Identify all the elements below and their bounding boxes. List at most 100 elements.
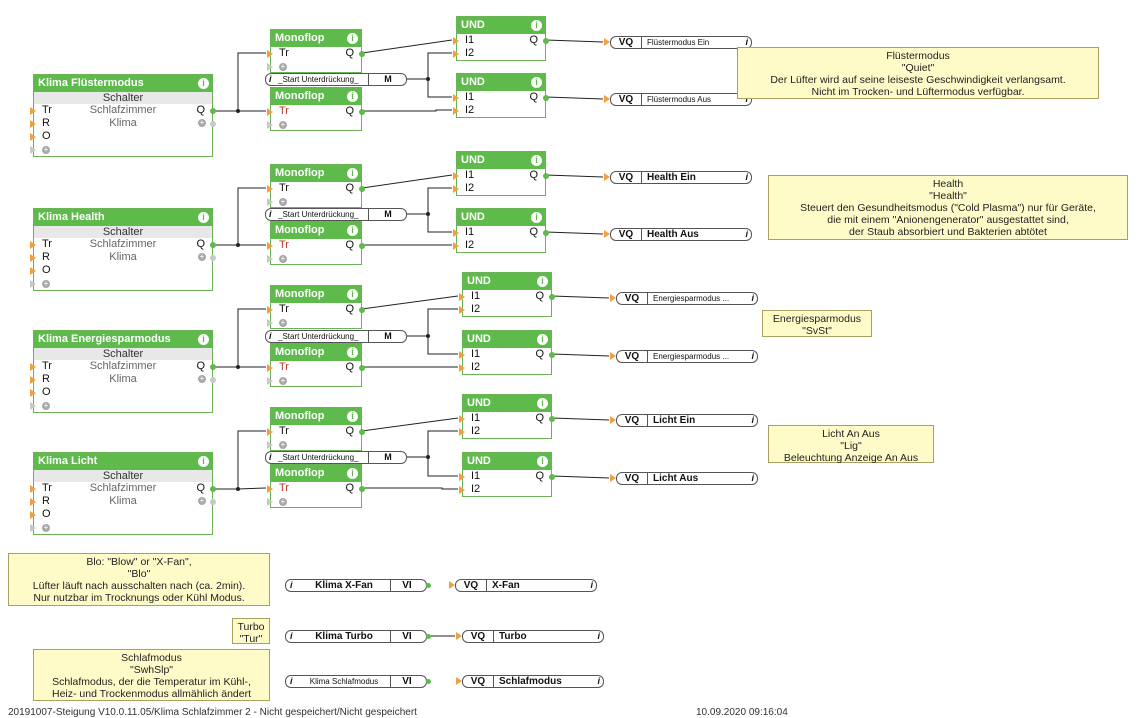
input-pin[interactable] (456, 677, 462, 685)
input-pin[interactable] (30, 511, 36, 519)
input-pin[interactable] (30, 498, 36, 506)
output-pin[interactable] (549, 416, 555, 422)
input-pin[interactable] (267, 121, 273, 129)
input-pin[interactable] (267, 485, 273, 493)
input-pin[interactable] (30, 241, 36, 249)
input-pin[interactable] (30, 389, 36, 397)
input-pin[interactable] (459, 306, 465, 314)
input-pin[interactable] (30, 363, 36, 371)
input-pin[interactable] (267, 428, 273, 436)
output-pin[interactable] (543, 230, 549, 236)
input-pin[interactable] (267, 364, 273, 372)
start-unterdrueckung-marker[interactable]: i_Start Unterdrückung_M (265, 73, 407, 86)
input-pin[interactable] (453, 94, 459, 102)
input-pin[interactable] (610, 294, 616, 302)
output-pin[interactable] (210, 486, 216, 492)
output-pin[interactable] (210, 121, 216, 127)
input-pin[interactable] (604, 230, 610, 238)
input-pin[interactable] (30, 402, 36, 410)
input-pin[interactable] (30, 254, 36, 262)
input-pin[interactable] (610, 416, 616, 424)
input-pin[interactable] (459, 486, 465, 494)
output-pin[interactable] (210, 377, 216, 383)
input-pin[interactable] (604, 95, 610, 103)
input-pin[interactable] (459, 364, 465, 372)
input-pin[interactable] (267, 198, 273, 206)
input-pin[interactable] (267, 377, 273, 385)
input-pin[interactable] (30, 524, 36, 532)
output-pin[interactable] (359, 365, 365, 371)
input-pin[interactable] (267, 242, 273, 250)
output-pin[interactable] (359, 429, 365, 435)
output-pin[interactable] (426, 679, 431, 684)
output-pin[interactable] (210, 499, 216, 505)
input-pin[interactable] (453, 37, 459, 45)
input-pin[interactable] (459, 415, 465, 423)
input-pin[interactable] (453, 107, 459, 115)
output-pin[interactable] (210, 255, 216, 261)
input-pin[interactable] (610, 474, 616, 482)
input-pin[interactable] (30, 280, 36, 288)
input-pin[interactable] (30, 120, 36, 128)
output-pin[interactable] (543, 173, 549, 179)
input-pin[interactable] (30, 485, 36, 493)
input-pin[interactable] (30, 133, 36, 141)
output-pin[interactable] (549, 294, 555, 300)
output-pin[interactable] (543, 95, 549, 101)
output-pin[interactable] (359, 51, 365, 57)
input-pin[interactable] (459, 473, 465, 481)
output-pin[interactable] (359, 109, 365, 115)
output-pin[interactable] (549, 474, 555, 480)
output-pin[interactable] (426, 583, 431, 588)
input-pin[interactable] (30, 376, 36, 384)
input-pin[interactable] (267, 185, 273, 193)
input-pin[interactable] (456, 632, 462, 640)
input-pin[interactable] (610, 352, 616, 360)
output-pin[interactable] (543, 38, 549, 44)
input-pin[interactable] (267, 255, 273, 263)
output-pin[interactable] (210, 242, 216, 248)
input-pin[interactable] (453, 242, 459, 250)
input-pin[interactable] (267, 441, 273, 449)
start-unterdrueckung-marker[interactable]: i_Start Unterdrückung_M (265, 451, 407, 464)
output-pin[interactable] (210, 108, 216, 114)
output-pin[interactable] (359, 486, 365, 492)
